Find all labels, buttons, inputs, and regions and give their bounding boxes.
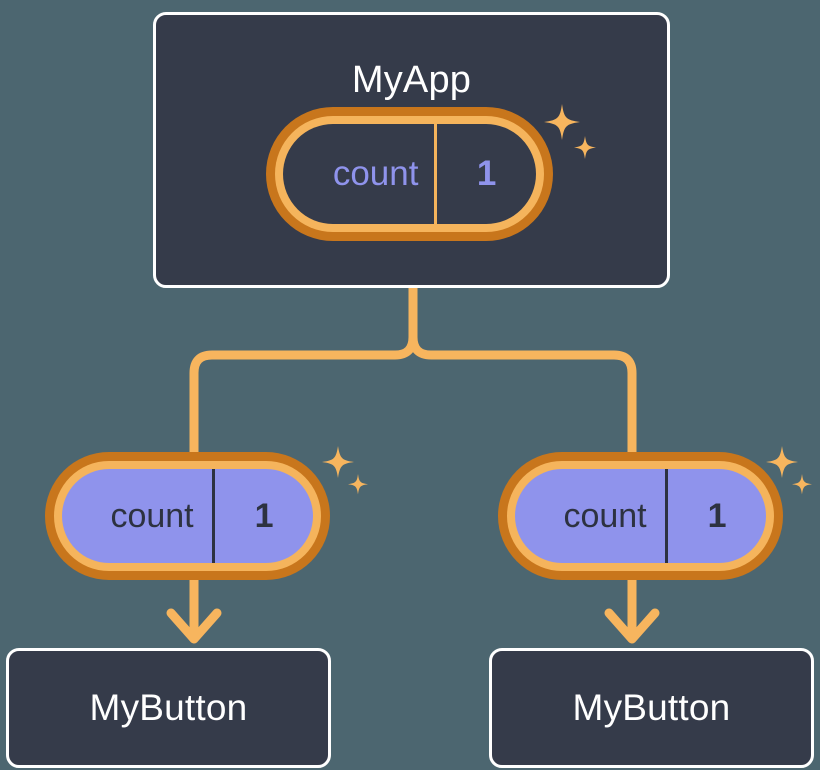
node-mybutton-right[interactable]: MyButton (489, 648, 814, 768)
state-pill-inner-ring: count 1 (507, 461, 774, 571)
state-pill-body: count 1 (283, 124, 536, 224)
state-pill-inner-ring: count 1 (54, 461, 321, 571)
state-value-label: 1 (707, 496, 727, 535)
arrow-head-left (166, 608, 222, 644)
state-pill-child-right[interactable]: count 1 (498, 452, 783, 580)
state-pill-body: count 1 (62, 469, 313, 563)
state-key-label: count (515, 469, 669, 563)
state-value-label: 1 (476, 154, 497, 193)
state-value-label: 1 (254, 496, 274, 535)
connector-tree-path (189, 283, 418, 457)
node-mybutton-right-label: MyButton (572, 687, 731, 728)
state-pill-inner-ring: count 1 (275, 116, 544, 232)
page-title: MyApp (351, 59, 472, 101)
state-key-label: count (62, 469, 216, 563)
sparkle-icon-small (792, 474, 812, 495)
sparkle-icon-small (348, 474, 368, 495)
state-pill-root[interactable]: count 1 (266, 107, 553, 241)
connector-tree-path-right (408, 283, 637, 457)
sparkle-icon (766, 446, 798, 478)
node-mybutton-left[interactable]: MyButton (6, 648, 331, 768)
arrow-head-right (604, 608, 660, 644)
state-key-label: count (283, 124, 438, 224)
state-pill-body: count 1 (515, 469, 766, 563)
state-pill-child-left[interactable]: count 1 (45, 452, 330, 580)
node-mybutton-left-label: MyButton (89, 687, 248, 728)
sparkle-icon (322, 446, 354, 478)
